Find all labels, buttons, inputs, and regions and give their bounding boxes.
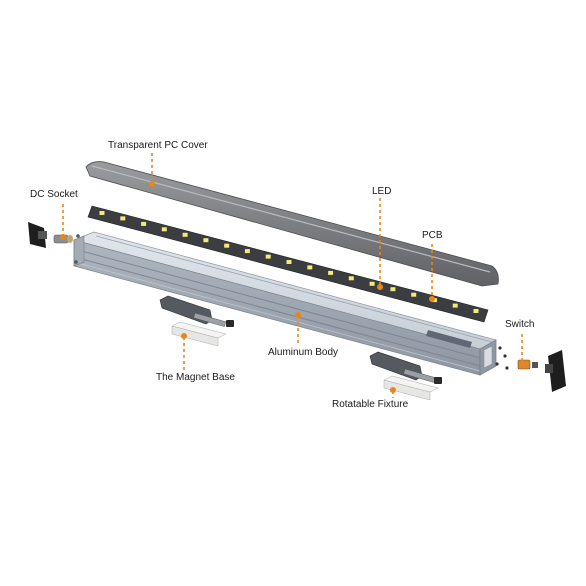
pc-cover bbox=[85, 161, 499, 287]
rotatable-fixture bbox=[369, 351, 442, 401]
label-aluminum-body: Aluminum Body bbox=[268, 347, 339, 358]
led-chip bbox=[99, 211, 105, 215]
label-dc-socket: DC Socket bbox=[30, 189, 78, 200]
led-row bbox=[99, 211, 479, 313]
dc-socket-cap bbox=[28, 222, 47, 248]
magnet-base bbox=[159, 295, 234, 347]
leader-dot-pcb bbox=[429, 296, 435, 302]
led-chip bbox=[452, 303, 458, 308]
led-chip bbox=[203, 238, 209, 243]
leader-dot-magnet-base bbox=[181, 333, 187, 339]
leader-dot-aluminum-body bbox=[295, 312, 301, 318]
label-led: LED bbox=[372, 186, 392, 197]
led-chip bbox=[141, 221, 147, 226]
led-chip bbox=[307, 265, 313, 270]
leader-dot-led bbox=[377, 284, 383, 290]
led-chip bbox=[265, 254, 271, 259]
led-chip bbox=[473, 309, 479, 313]
led-chip bbox=[182, 232, 188, 237]
led-chip bbox=[120, 216, 126, 221]
label-pc-cover: Transparent PC Cover bbox=[108, 140, 208, 151]
leader-dot-pc-cover bbox=[149, 181, 155, 187]
label-switch: Switch bbox=[505, 319, 535, 330]
leader-dot-rotatable-fixture bbox=[390, 387, 396, 393]
led-chip bbox=[369, 281, 375, 286]
leader-dot-dc-socket bbox=[60, 234, 66, 240]
led-chip bbox=[411, 292, 417, 297]
switch-part bbox=[495, 346, 538, 370]
label-magnet-base: The Magnet Base bbox=[156, 372, 235, 383]
led-chip bbox=[161, 227, 167, 232]
led-chip bbox=[390, 287, 396, 292]
led-chip bbox=[224, 243, 230, 248]
label-rotatable-fixture: Rotatable Fixture bbox=[332, 399, 409, 410]
switch-end-cap bbox=[545, 350, 566, 392]
pcb-strip bbox=[87, 205, 489, 323]
led-chip bbox=[244, 249, 250, 254]
label-pcb: PCB bbox=[422, 230, 443, 241]
led-chip bbox=[286, 260, 292, 264]
aluminum-body bbox=[72, 231, 497, 376]
led-chip bbox=[348, 276, 354, 281]
leader-dot-switch bbox=[519, 361, 525, 367]
led-chip bbox=[328, 270, 334, 275]
